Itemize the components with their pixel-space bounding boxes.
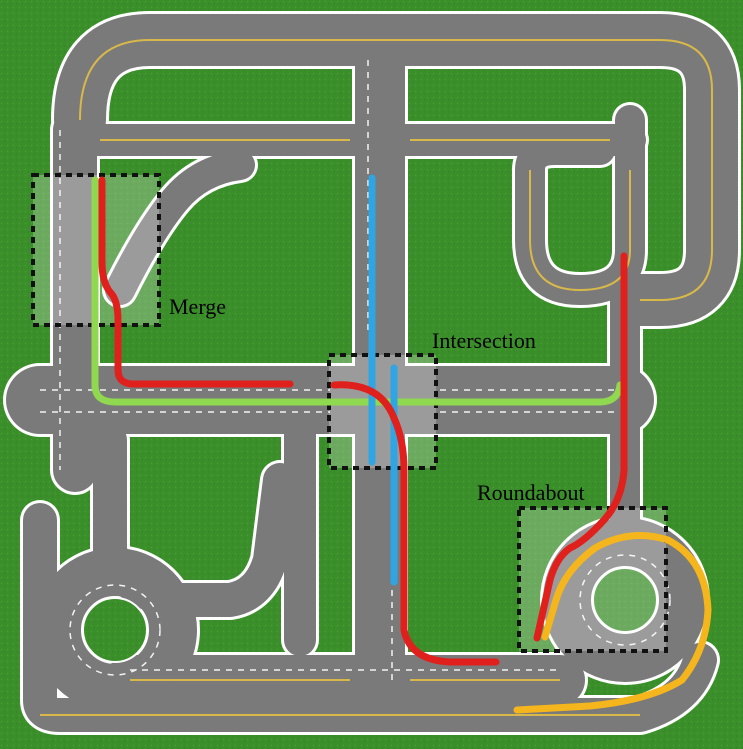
right-roundabout-island <box>592 567 658 633</box>
red-route-right <box>533 252 628 642</box>
merge-label: Merge <box>169 294 226 319</box>
orange-route <box>513 532 712 714</box>
intersection-highlight-box <box>327 353 438 470</box>
lane-dashes <box>40 60 671 680</box>
green-route <box>91 176 624 406</box>
roundabout-label: Roundabout <box>477 480 585 505</box>
red-route-center <box>330 381 500 666</box>
intersection-label: Intersection <box>432 328 536 353</box>
left-roundabout-island <box>82 597 148 663</box>
red-route-left <box>98 176 294 388</box>
center-lines <box>40 39 713 716</box>
routes <box>91 174 712 714</box>
